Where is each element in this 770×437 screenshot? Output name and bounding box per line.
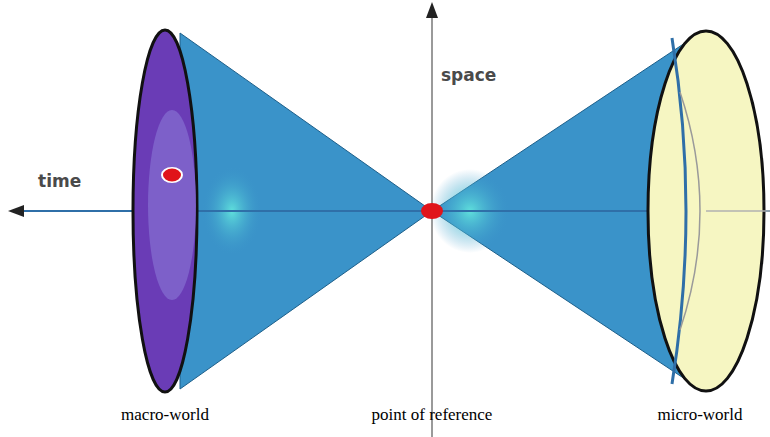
micro-rim	[672, 38, 686, 384]
axis-arrowhead	[8, 205, 24, 217]
macro-inner	[148, 110, 196, 300]
axis-label: time	[38, 172, 81, 191]
axis-arrowhead	[426, 2, 438, 18]
reference-dot	[421, 203, 443, 219]
axis-label: space	[441, 66, 496, 85]
event-dot	[163, 169, 181, 182]
time-axis	[706, 210, 770, 212]
macro-disc	[133, 30, 197, 392]
micro-arc	[680, 92, 700, 330]
dot-ring	[161, 167, 183, 183]
region-label: micro-world	[658, 406, 743, 425]
region-label: point of reference	[372, 406, 493, 425]
region-label: macro-world	[121, 406, 209, 425]
